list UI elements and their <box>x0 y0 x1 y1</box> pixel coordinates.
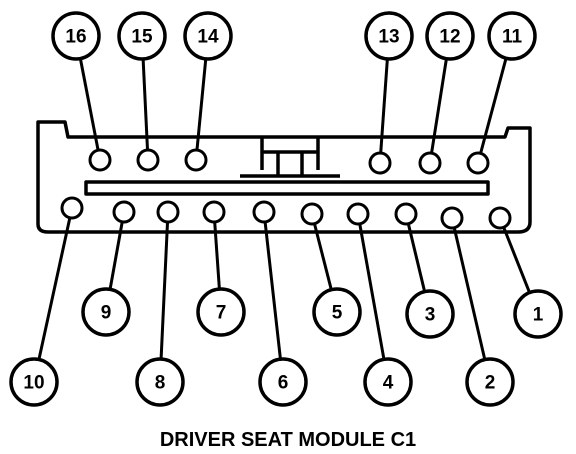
callout-4: 4 <box>363 357 413 407</box>
callout-8: 8 <box>135 357 185 407</box>
pin-1 <box>488 206 512 230</box>
callout-3: 3 <box>405 289 455 339</box>
pin-number-label: 7 <box>216 303 227 324</box>
pin-number-label: 14 <box>197 27 219 48</box>
callout-circle <box>513 289 563 339</box>
pin-10 <box>60 196 84 220</box>
callout-1: 1 <box>513 289 563 339</box>
callout-16: 16 <box>51 11 101 61</box>
callout-9: 9 <box>81 287 131 337</box>
leader-line-8 <box>159 221 170 360</box>
pin-2 <box>440 206 464 230</box>
pin-6 <box>252 200 276 224</box>
callout-circle <box>117 11 167 61</box>
leader-line-6 <box>263 221 282 360</box>
leader-line-14 <box>195 58 208 151</box>
callout-14: 14 <box>183 11 233 61</box>
pin-number-label: 11 <box>502 27 523 48</box>
callout-12: 12 <box>425 11 475 61</box>
callout-circle <box>312 287 362 337</box>
callout-circle <box>135 357 185 407</box>
diagram-caption: DRIVER SEAT MODULE C1 <box>160 429 416 451</box>
callout-10: 10 <box>9 357 59 407</box>
leader-line-7 <box>213 221 221 290</box>
pin-15 <box>136 148 160 172</box>
pin-13 <box>368 151 392 175</box>
connector-housing <box>36 120 532 234</box>
pin-5 <box>300 202 324 226</box>
pin-12 <box>418 151 442 175</box>
leader-line-13 <box>379 58 389 154</box>
callout-circle <box>425 11 475 61</box>
callout-circle <box>487 11 537 61</box>
pin-number-label: 2 <box>485 373 496 394</box>
pin-number-label: 4 <box>383 373 394 394</box>
pin-7 <box>202 200 226 224</box>
leader-line-9 <box>108 221 124 290</box>
callout-13: 13 <box>364 11 414 61</box>
callout-6: 6 <box>258 357 308 407</box>
callout-circle <box>465 357 515 407</box>
pin-9 <box>112 200 136 224</box>
pin-16 <box>88 148 112 172</box>
callout-circle <box>364 11 414 61</box>
pin-group <box>60 148 512 230</box>
leader-line-10 <box>37 217 72 360</box>
pin-11 <box>466 151 490 175</box>
leader-line-1 <box>502 226 531 294</box>
callout-circle <box>9 357 59 407</box>
pin-number-label: 9 <box>101 303 112 324</box>
pin-number-label: 15 <box>131 27 153 48</box>
pin-number-label: 8 <box>155 373 166 394</box>
callout-15: 15 <box>117 11 167 61</box>
callout-circle <box>51 11 101 61</box>
pin-number-label: 5 <box>332 303 343 324</box>
pin-4 <box>346 202 370 226</box>
pin-number-label: 12 <box>439 27 460 48</box>
pin-8 <box>156 200 180 224</box>
leader-line-5 <box>313 223 333 291</box>
pin-number-label: 10 <box>23 373 44 394</box>
pin-3 <box>394 202 418 226</box>
leader-line-11 <box>479 57 508 154</box>
pin-number-callouts: 16 15 14 13 12 11 10 9 8 7 6 5 4 3 2 1 <box>9 11 563 407</box>
pin-14 <box>184 148 208 172</box>
callout-circle <box>81 287 131 337</box>
callout-7: 7 <box>196 287 246 337</box>
pin-number-label: 13 <box>378 27 399 48</box>
leader-line-15 <box>141 58 150 151</box>
leader-line-12 <box>430 58 448 154</box>
callout-circle <box>183 11 233 61</box>
pin-number-label: 6 <box>278 373 289 394</box>
callout-circle <box>196 287 246 337</box>
pin-number-label: 1 <box>533 305 544 326</box>
pin-number-label: 3 <box>425 305 436 326</box>
callout-11: 11 <box>487 11 537 61</box>
separator-bar <box>84 180 490 196</box>
leader-line-2 <box>452 227 487 360</box>
pin-number-label: 16 <box>65 27 86 48</box>
callout-circle <box>363 357 413 407</box>
callout-5: 5 <box>312 287 362 337</box>
leader-line-4 <box>358 223 386 360</box>
callout-2: 2 <box>465 357 515 407</box>
callout-circle <box>405 289 455 339</box>
leader-line-16 <box>78 58 100 151</box>
connector-latch <box>240 137 340 178</box>
callout-circle <box>258 357 308 407</box>
leader-line-group <box>37 57 531 360</box>
leader-line-3 <box>406 223 427 292</box>
